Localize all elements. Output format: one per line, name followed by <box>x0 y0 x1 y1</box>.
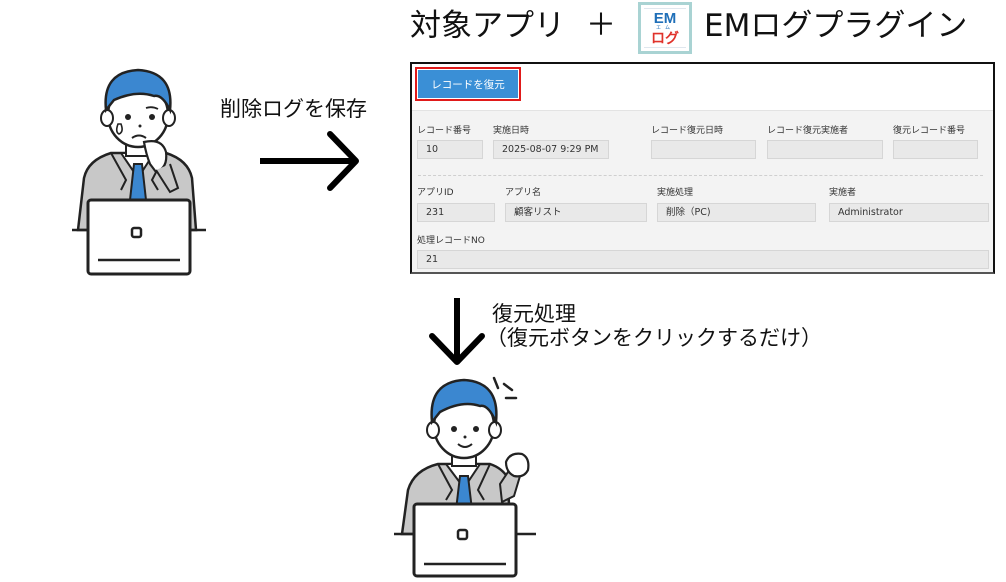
restore-process-caption: 復元処理 <box>492 302 576 326</box>
panel-header: レコードを復元 <box>412 64 993 111</box>
restore-datetime-field[interactable] <box>651 140 756 159</box>
app-name-label: アプリ名 <box>505 188 542 198</box>
plus-sign: ＋ <box>586 8 616 43</box>
executor-field[interactable]: Administrator <box>829 203 989 222</box>
logo-log-text: ログ <box>651 31 679 47</box>
restore-record-button[interactable]: レコードを復元 <box>418 70 518 98</box>
restore-button-highlight: レコードを復元 <box>415 67 521 101</box>
executed-datetime-field[interactable]: 2025-08-07 9:29 PM <box>493 140 609 159</box>
happy-businessman-illustration <box>390 372 540 578</box>
record-number-label: レコード番号 <box>417 126 472 136</box>
operation-label: 実施処理 <box>657 188 694 198</box>
restored-record-number-label: 復元レコード番号 <box>893 126 966 136</box>
restore-datetime-label: レコード復元日時 <box>651 126 724 136</box>
section-divider <box>418 175 983 176</box>
worried-businessman-illustration <box>66 60 211 280</box>
plugin-name-title: EMログプラグイン <box>704 8 968 44</box>
executor-label: 実施者 <box>829 188 857 198</box>
restored-record-number-field[interactable] <box>893 140 978 159</box>
save-delete-log-caption: 削除ログを保存 <box>220 97 367 121</box>
logo-em-text: EM <box>653 10 677 27</box>
operation-field[interactable]: 削除（PC) <box>657 203 816 222</box>
record-restore-panel: レコードを復元 レコード番号 10 実施日時 2025-08-07 9:29 P… <box>410 62 995 274</box>
processed-record-no-label: 処理レコードNO <box>417 236 485 246</box>
restore-process-note: （復元ボタンをクリックするだけ） <box>486 326 822 350</box>
arrow-down-icon <box>428 296 486 368</box>
restore-executor-field[interactable] <box>767 140 883 159</box>
target-app-title: 対象アプリ <box>410 8 565 44</box>
em-log-plugin-logo-icon: EM エム ログ <box>638 2 692 54</box>
logo-ruby-text: エム <box>655 25 674 31</box>
app-id-field[interactable]: 231 <box>417 203 495 222</box>
app-id-label: アプリID <box>417 188 454 198</box>
record-number-field[interactable]: 10 <box>417 140 483 159</box>
app-name-field[interactable]: 顧客リスト <box>505 203 647 222</box>
processed-record-no-field[interactable]: 21 <box>417 250 989 269</box>
arrow-right-icon <box>258 130 362 192</box>
restore-executor-label: レコード復元実施者 <box>767 126 849 136</box>
executed-datetime-label: 実施日時 <box>493 126 530 136</box>
